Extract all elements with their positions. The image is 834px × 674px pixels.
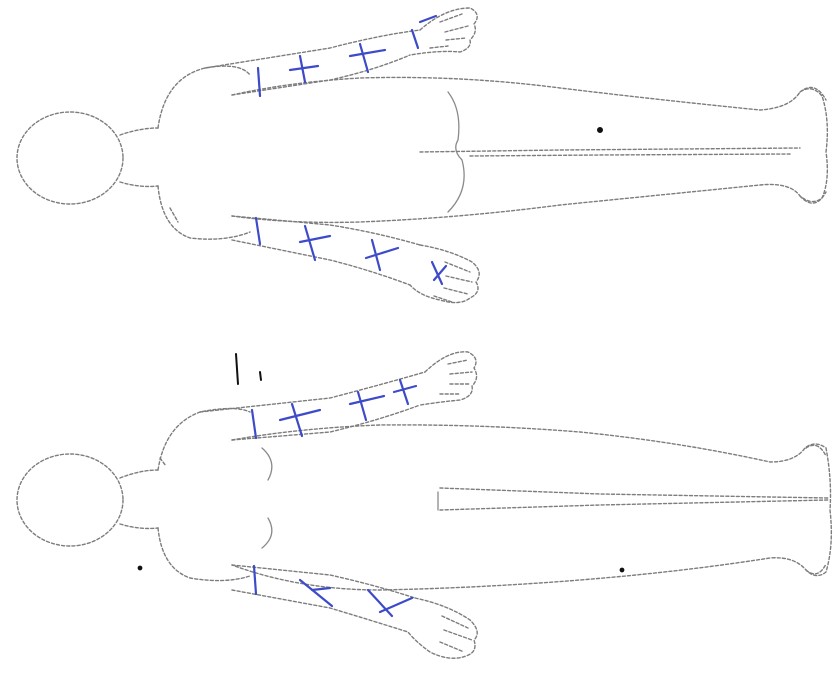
finger-lines <box>440 360 472 394</box>
ink-dot <box>598 128 602 132</box>
finger-lines <box>430 14 468 48</box>
hand-outline <box>420 352 477 405</box>
neck-outline <box>120 470 158 529</box>
upper-arm-outline <box>205 30 420 95</box>
body-figure-back <box>17 352 831 658</box>
ink-stroke <box>260 372 261 380</box>
body-figure-front <box>17 8 827 303</box>
ink-dot <box>621 569 624 572</box>
finger-lines <box>440 616 472 652</box>
head-outline <box>17 454 123 546</box>
leg-separation <box>440 500 828 510</box>
head-outline <box>17 112 123 204</box>
hand-outline <box>410 245 479 303</box>
ink-dot <box>139 567 142 570</box>
shoulder-outline <box>158 409 250 581</box>
leg-separation <box>420 148 800 152</box>
ink-mark <box>170 208 178 222</box>
foot-outline <box>806 445 826 574</box>
foot-outline <box>800 88 826 204</box>
back-outline <box>262 448 272 548</box>
ink-mark <box>160 458 166 466</box>
finger-lines <box>434 262 472 302</box>
ink-stroke <box>236 354 238 384</box>
arm-markings-top <box>252 380 416 438</box>
leg-separation <box>470 154 790 156</box>
arm-markings-bottom <box>254 566 412 616</box>
shoulder-outline <box>158 66 250 239</box>
hand-outline <box>410 8 477 55</box>
leg-separation <box>440 488 828 498</box>
neck-outline <box>120 128 158 187</box>
